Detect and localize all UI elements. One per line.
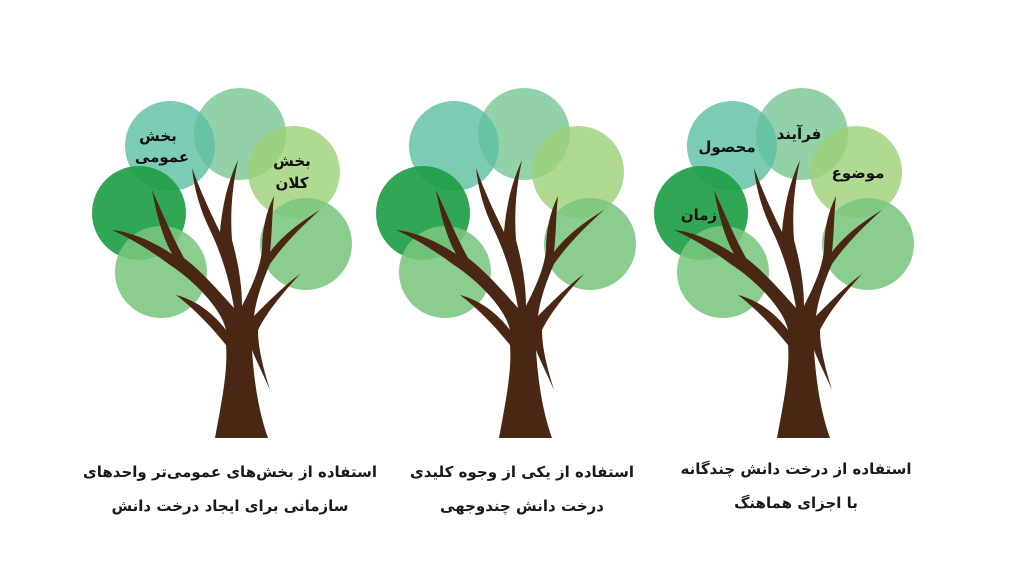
tree-general-units: بخش عمومی بخش کلان [92, 88, 352, 438]
caption-tree-multiple-coordinated: استفاده از درخت دانش چندگانه با اجزای هم… [646, 452, 946, 520]
caption-line: استفاده از یکی از وجوه کلیدی [410, 463, 634, 481]
leaf-label-product: محصول [698, 138, 755, 156]
tree-leaf-labels: محصول فرآیند موضوع زمان [681, 125, 885, 224]
leaf-label-process: فرآیند [777, 125, 822, 143]
tree-canopy [654, 88, 914, 318]
leaf-circle-6 [677, 226, 769, 318]
leaf-circle-3 [248, 126, 340, 218]
leaf-circle-5 [260, 198, 352, 290]
tree-trunk [396, 160, 604, 438]
trunk-and-branches [396, 160, 604, 438]
caption-line: با اجزای هماهنگ [734, 494, 858, 512]
leaf-label-general: عمومی [135, 148, 189, 166]
tree-trunk [112, 160, 320, 438]
leaf-label-part: بخش [139, 127, 177, 145]
trunk-and-branches [112, 160, 320, 438]
leaf-label-macro: کلان [276, 174, 309, 192]
tree-canopy [376, 88, 636, 318]
caption-line: درخت دانش چندوجهی [440, 497, 604, 515]
tree-trunk [674, 160, 882, 438]
caption-line: استفاده از درخت دانش چندگانه [680, 460, 912, 478]
trunk-and-branches [674, 160, 882, 438]
tree-multiple-coordinated: محصول فرآیند موضوع زمان [654, 88, 914, 438]
tree-canopy [92, 88, 352, 318]
leaf-label-time: زمان [681, 206, 717, 224]
tree-leaf-labels: بخش عمومی بخش کلان [135, 127, 311, 192]
leaf-label-subject: موضوع [832, 164, 885, 182]
caption-tree-key-facet: استفاده از یکی از وجوه کلیدی درخت دانش چ… [372, 455, 672, 523]
leaf-circle-5 [822, 198, 914, 290]
tree-key-facet [376, 88, 636, 438]
leaf-label-part-2: بخش [273, 152, 311, 170]
caption-tree-general-units: استفاده از بخش‌های عمومی‌تر واحدهای سازم… [80, 455, 380, 523]
leaf-circle-3 [532, 126, 624, 218]
caption-line: سازمانی برای ایجاد درخت دانش [111, 497, 349, 515]
leaf-circle-5 [544, 198, 636, 290]
leaf-circle-6 [399, 226, 491, 318]
leaf-circle-3 [810, 126, 902, 218]
leaf-circle-6 [115, 226, 207, 318]
caption-line: استفاده از بخش‌های عمومی‌تر واحدهای [83, 463, 377, 481]
